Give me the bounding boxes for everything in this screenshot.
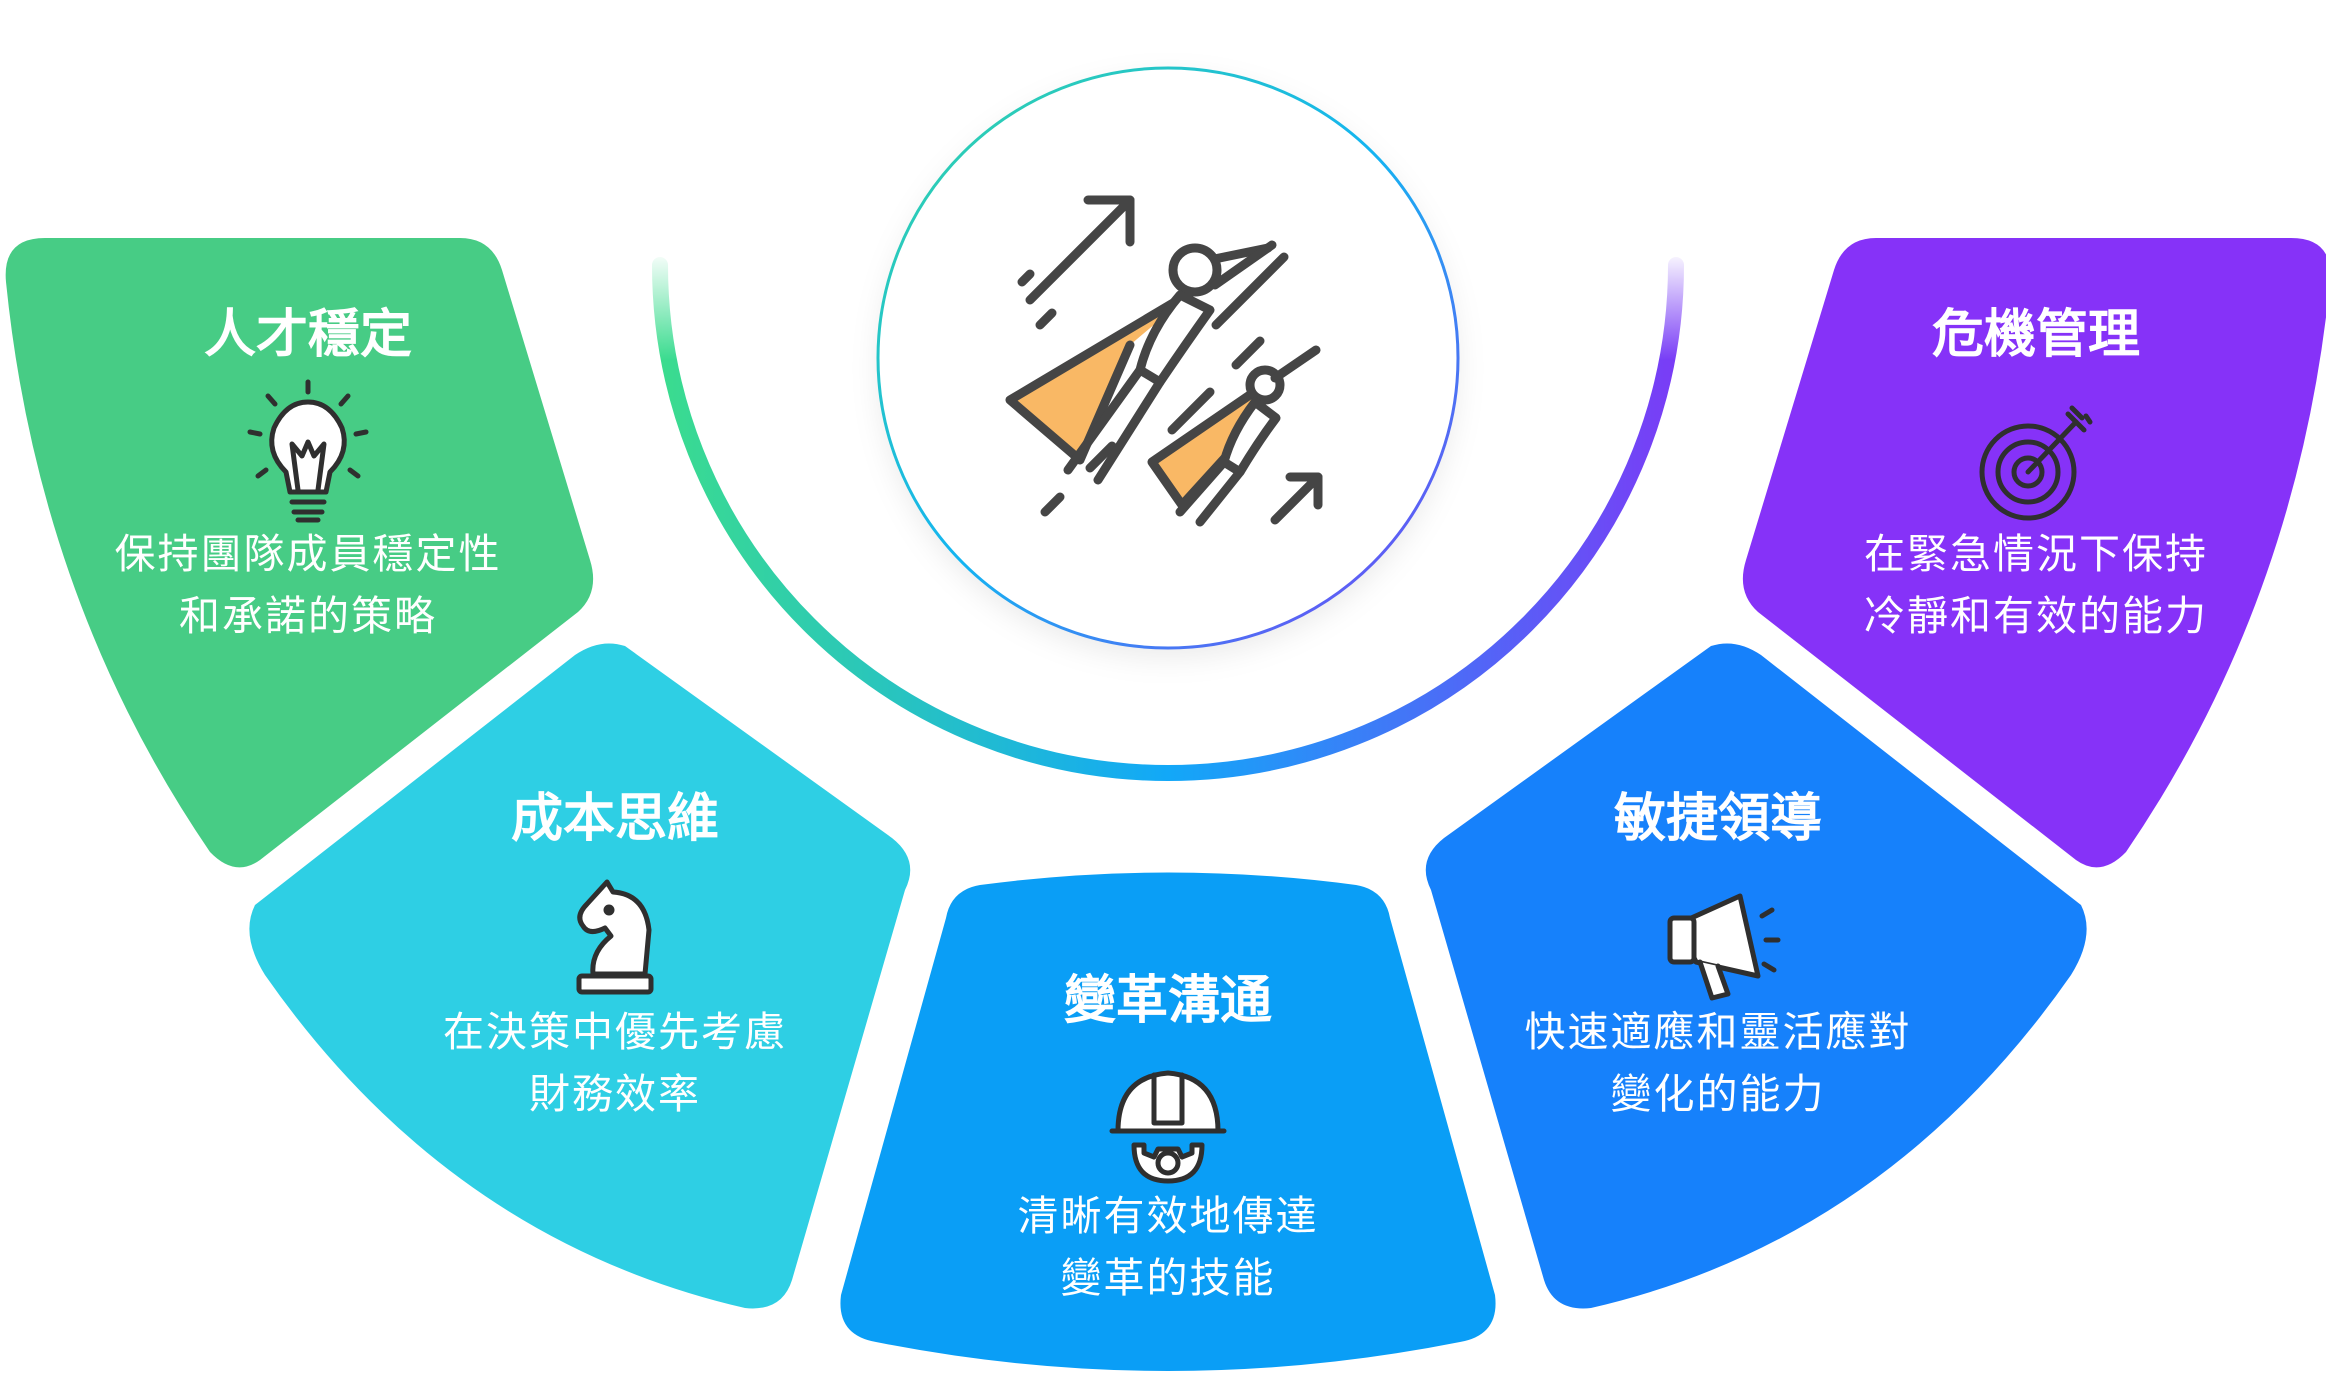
segment-description-line: 變革的技能 — [1061, 1254, 1276, 1302]
segment-title: 敏捷領導 — [1614, 789, 1822, 849]
segment-title: 人才穩定 — [204, 305, 412, 365]
gradient-arc — [640, 250, 1696, 781]
segment-description-line: 清晰有效地傳達 — [1018, 1192, 1319, 1240]
flying-superheroes-icon — [1005, 195, 1323, 527]
segment-shape — [1743, 238, 2326, 868]
target-arrow-icon — [1979, 405, 2093, 521]
chess-knight-icon — [576, 879, 654, 995]
lightbulb-icon — [247, 379, 369, 523]
segment-description-line: 冷靜和有效的能力 — [1864, 592, 2208, 640]
segment-description-line: 變化的能力 — [1611, 1070, 1826, 1118]
segment-description-line: 和承諾的策略 — [179, 592, 437, 640]
segment-description-line: 保持團隊成員穩定性 — [115, 530, 502, 578]
segment-description-line: 在決策中優先考慮 — [443, 1008, 787, 1056]
segment-title: 成本思維 — [511, 789, 719, 849]
segment-shape — [5, 238, 594, 868]
hardhat-gear-icon — [1109, 1070, 1227, 1184]
segment-title: 變革溝通 — [1064, 971, 1272, 1031]
segment-description-line: 在緊急情況下保持 — [1864, 530, 2208, 578]
segment-description-line: 財務效率 — [529, 1070, 701, 1118]
megaphone-icon — [1667, 893, 1781, 1001]
segment-description-line: 快速適應和靈活應對 — [1525, 1008, 1912, 1056]
segment-title: 危機管理 — [1932, 305, 2140, 365]
